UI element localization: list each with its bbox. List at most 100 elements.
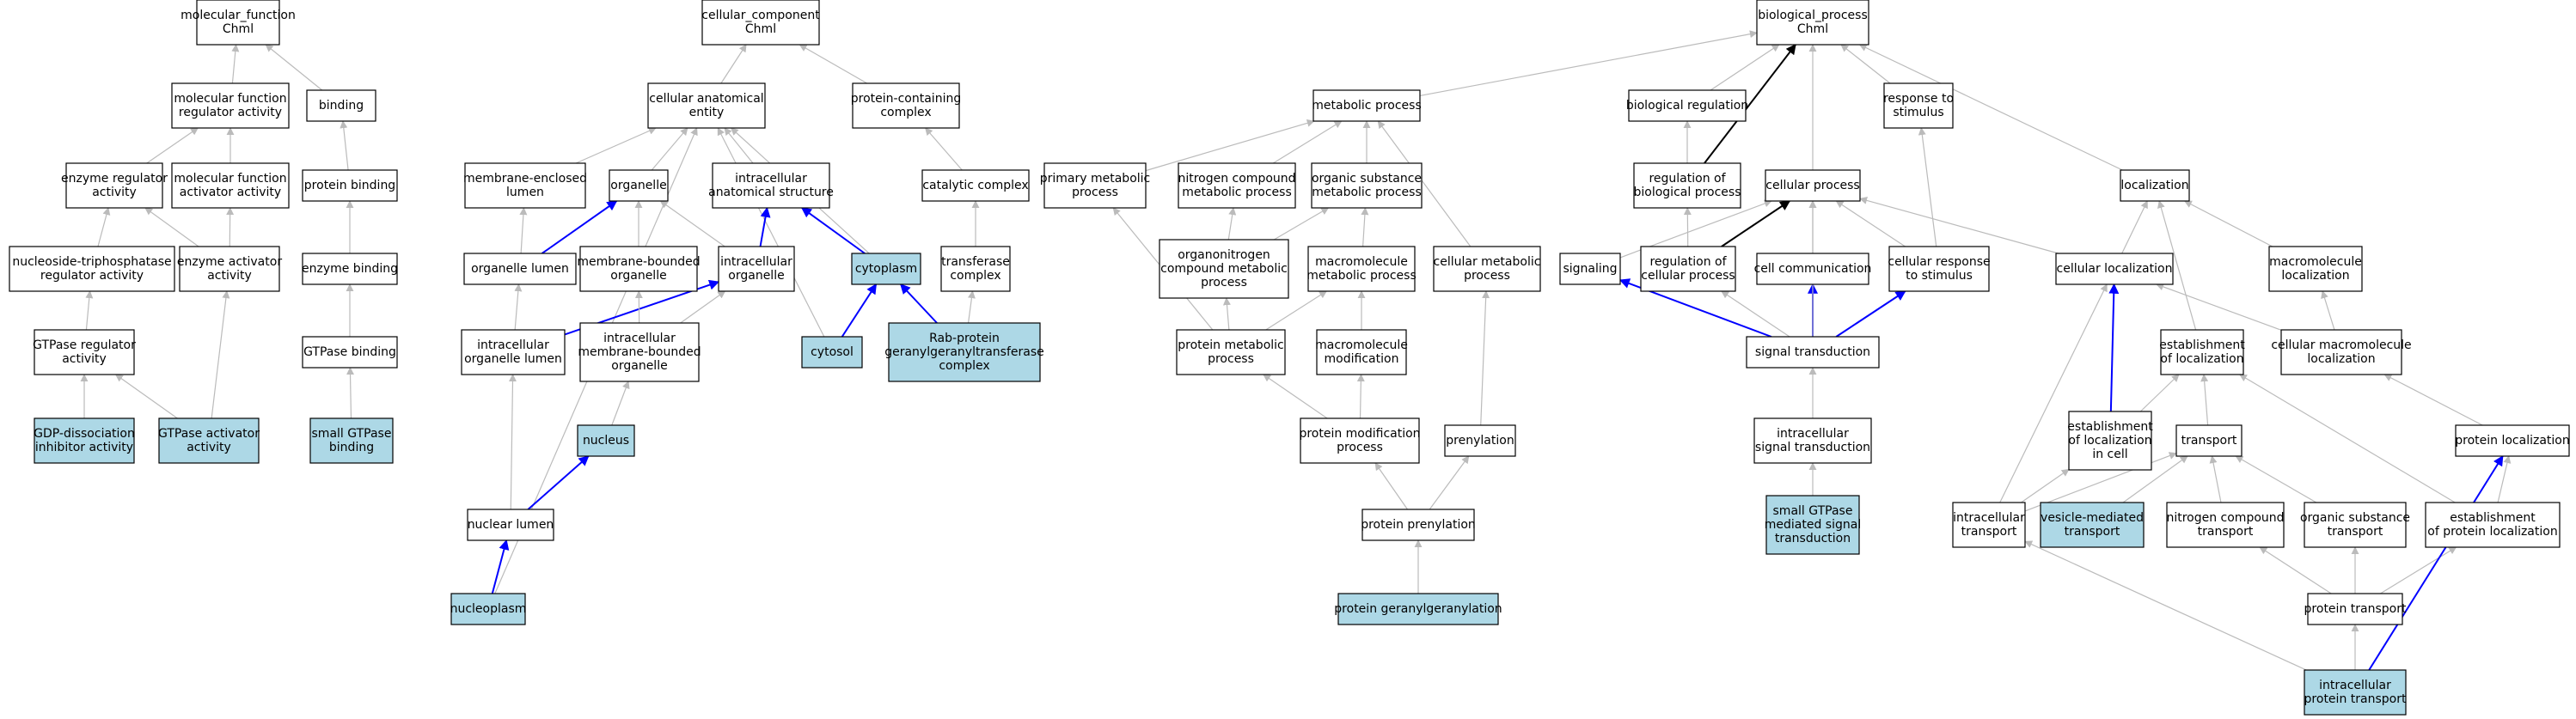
node-nucleus[interactable]: nucleus — [577, 424, 635, 457]
node-label: organelle — [728, 269, 784, 283]
node-box — [463, 253, 577, 285]
node-localization[interactable]: localization — [2120, 169, 2190, 202]
node-orglumen[interactable]: organelle lumen — [463, 253, 577, 285]
node-organelle[interactable]: organelle — [609, 169, 669, 202]
node-box — [1159, 239, 1289, 299]
node-protbind[interactable]: protein binding — [302, 169, 398, 202]
edge-cellmacroloc-to-macroloc — [2321, 290, 2335, 331]
node-signaling[interactable]: signaling — [1559, 253, 1621, 285]
node-nuclumen[interactable]: nuclear lumen — [467, 509, 554, 541]
node-box — [450, 593, 526, 625]
node-label: complex — [880, 106, 931, 119]
node-binding[interactable]: binding — [306, 89, 376, 122]
node-gtpbind[interactable]: GTPase binding — [302, 336, 398, 369]
edge-intprottrans-to-inttrans — [2024, 540, 2307, 671]
node-label: mediated signal — [1765, 518, 1861, 532]
node-box — [1311, 162, 1423, 209]
node-cytoplasm[interactable]: cytoplasm — [851, 253, 921, 285]
node-label: molecular_function — [181, 9, 296, 22]
node-protpren[interactable]: protein prenylation — [1361, 509, 1476, 541]
node-nucleoplasm[interactable]: nucleoplasm — [450, 593, 527, 625]
node-box — [1444, 424, 1516, 457]
edge-orgnitmet-to-nitmet — [1227, 207, 1237, 241]
node-protgg[interactable]: protein geranylgeranylation — [1334, 593, 1502, 625]
node-label: GTPase regulator — [33, 338, 136, 352]
node-cellcomm[interactable]: cell communication — [1754, 253, 1872, 285]
node-box — [1312, 89, 1421, 122]
edge-estlocincell-to-cellloc — [2108, 283, 2120, 412]
node-label: vesicle-mediated — [2041, 511, 2144, 525]
node-prottrans[interactable]: protein transport — [2304, 593, 2407, 625]
node-sigtrans[interactable]: signal transduction — [1746, 336, 1880, 369]
node-cytosol[interactable]: cytosol — [801, 336, 863, 369]
node-label: transport — [1961, 525, 2017, 539]
node-transport[interactable]: transport — [2175, 424, 2243, 457]
node-box — [2055, 253, 2174, 285]
node-label: establishment — [2067, 420, 2153, 434]
node-label: membrane-enclosed — [463, 172, 587, 186]
node-enzbind[interactable]: enzyme binding — [302, 253, 398, 285]
node-catcomplex[interactable]: catalytic complex — [921, 169, 1030, 202]
node-label: cellular process — [1765, 179, 1859, 192]
node-cellloc[interactable]: cellular localization — [2055, 253, 2174, 285]
node-metproc[interactable]: metabolic process — [1312, 89, 1422, 122]
node-box — [1633, 162, 1741, 209]
node-label: organelle lumen — [471, 262, 569, 276]
node-prenylation[interactable]: prenylation — [1444, 424, 1516, 457]
node-label: cellular process — [1641, 269, 1735, 283]
node-protloc[interactable]: protein localization — [2455, 424, 2570, 457]
node-box — [701, 0, 820, 46]
node-bioreg[interactable]: biological regulation — [1626, 89, 1748, 122]
node-cellproc[interactable]: cellular process — [1765, 169, 1861, 202]
node-label: to stimulus — [1906, 269, 1973, 283]
node-label: inhibitor activity — [35, 441, 133, 454]
node-rabggt[interactable]: Rab-proteingeranylgeranyltransferasecomp… — [884, 322, 1044, 382]
